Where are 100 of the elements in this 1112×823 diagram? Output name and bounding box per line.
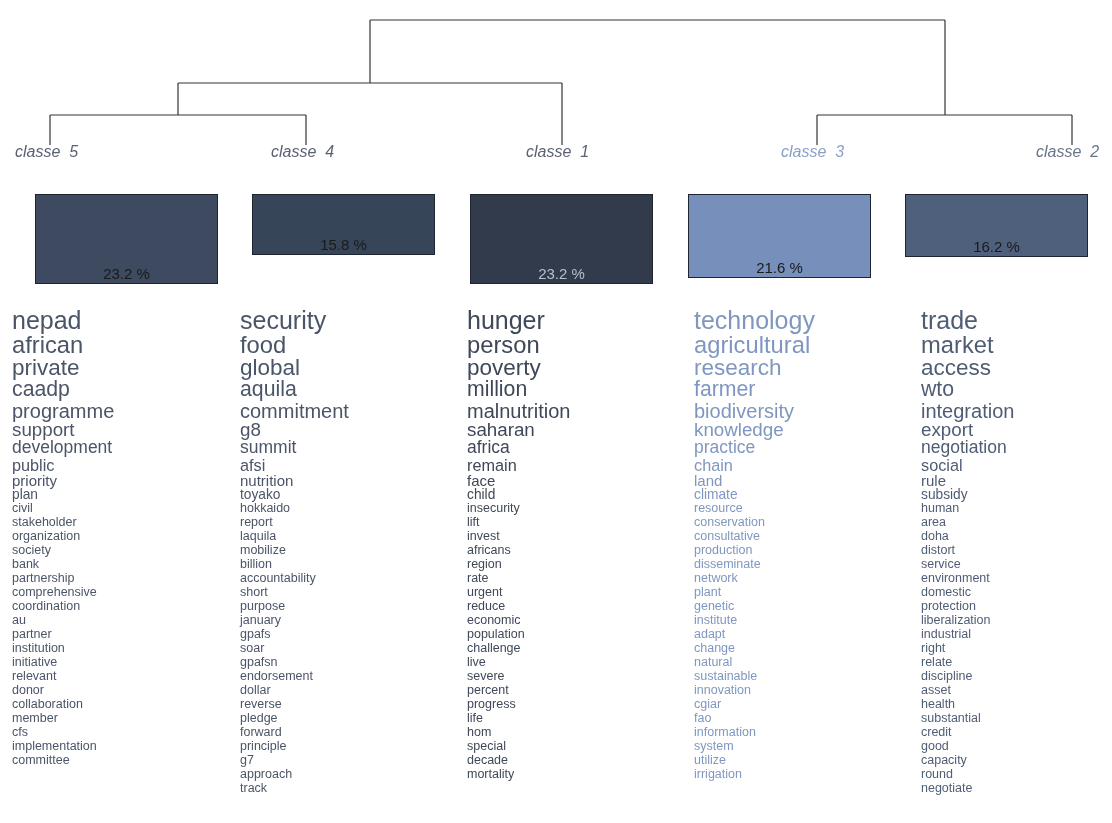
- word-label: system: [694, 739, 735, 753]
- word-label: information: [694, 725, 757, 739]
- word-label: farmer: [694, 379, 757, 401]
- word-label: wto: [921, 379, 956, 401]
- word-label: rule: [921, 473, 946, 488]
- word-label: society: [12, 543, 51, 557]
- word-label: doha: [921, 529, 950, 543]
- word-label: disseminate: [694, 557, 762, 571]
- word-label: network: [694, 571, 739, 585]
- word-label: malnutrition: [467, 400, 571, 421]
- word-label: life: [467, 711, 483, 725]
- word-label: rate: [467, 571, 489, 585]
- percentage-label: 21.6 %: [755, 259, 804, 276]
- word-label: partnership: [12, 571, 76, 585]
- word-label: person: [467, 333, 540, 357]
- word-label: saharan: [467, 420, 536, 440]
- word-label: bank: [12, 557, 40, 571]
- word-label: fao: [694, 711, 712, 725]
- class-label: classe 5: [15, 143, 79, 161]
- word-label: initiative: [12, 655, 59, 669]
- word-label: partner: [12, 627, 53, 641]
- word-label: domestic: [921, 585, 973, 599]
- word-label: substantial: [921, 711, 982, 725]
- word-label: reduce: [467, 599, 507, 613]
- word-label: consultative: [694, 529, 761, 543]
- word-label: afsi: [240, 456, 267, 473]
- word-label: capacity: [921, 753, 968, 767]
- word-label: access: [921, 356, 993, 380]
- word-label: special: [467, 739, 507, 753]
- word-label: comprehensive: [12, 585, 98, 599]
- word-label: remain: [467, 456, 518, 473]
- word-label: au: [12, 613, 27, 627]
- word-label: climate: [694, 488, 739, 502]
- word-label: civil: [12, 501, 33, 515]
- class-label: classe 4: [271, 143, 335, 161]
- word-label: knowledge: [694, 420, 784, 440]
- word-label: report: [240, 515, 274, 529]
- word-label: market: [921, 333, 995, 357]
- word-label: percent: [467, 683, 510, 697]
- word-label: asset: [921, 683, 951, 697]
- word-label: utilize: [694, 753, 726, 767]
- word-label: negotiate: [921, 781, 974, 795]
- word-label: institute: [694, 613, 739, 627]
- percentage-label: 23.2 %: [537, 265, 586, 282]
- word-label: relate: [921, 655, 954, 669]
- word-label: donor: [12, 683, 45, 697]
- word-label: trade: [921, 308, 979, 333]
- word-label: member: [12, 711, 59, 725]
- word-label: chain: [694, 456, 733, 473]
- word-label: credit: [921, 725, 953, 739]
- word-label: endorsement: [240, 669, 314, 683]
- word-label: relevant: [12, 669, 58, 683]
- word-label: protection: [921, 599, 977, 613]
- word-label: short: [240, 585, 268, 599]
- word-label: nepad: [12, 308, 83, 333]
- word-label: g7: [240, 753, 254, 767]
- word-label: good: [921, 739, 950, 753]
- word-label: g8: [240, 420, 261, 440]
- word-label: cgiar: [694, 697, 723, 711]
- word-label: insecurity: [467, 501, 521, 515]
- word-label: toyako: [240, 488, 281, 502]
- word-label: region: [467, 557, 503, 571]
- word-label: hokkaido: [240, 501, 292, 515]
- word-label: private: [12, 356, 81, 380]
- word-label: forward: [240, 725, 283, 739]
- word-label: right: [921, 641, 947, 655]
- word-label: agricultural: [694, 333, 811, 357]
- word-label: environment: [921, 571, 991, 585]
- word-label: land: [694, 473, 723, 488]
- word-label: collaboration: [12, 697, 84, 711]
- word-label: organization: [12, 529, 82, 543]
- word-label: challenge: [467, 641, 521, 655]
- word-label: stakeholder: [12, 515, 78, 529]
- word-label: track: [240, 781, 268, 795]
- word-label: programme: [12, 400, 115, 421]
- word-label: service: [921, 557, 962, 571]
- word-label: january: [240, 613, 281, 627]
- word-label: area: [921, 515, 948, 529]
- word-label: innovation: [694, 683, 752, 697]
- word-label: committee: [12, 753, 70, 767]
- word-label: africa: [467, 439, 511, 457]
- word-label: health: [921, 697, 957, 711]
- word-label: institution: [12, 641, 66, 655]
- word-label: discipline: [921, 669, 974, 683]
- word-label: invest: [467, 529, 501, 543]
- word-label: principle: [240, 739, 288, 753]
- word-label: change: [694, 641, 736, 655]
- word-label: commitment: [240, 400, 349, 421]
- word-label: face: [467, 473, 497, 488]
- word-label: pledge: [240, 711, 279, 725]
- word-label: nutrition: [240, 473, 295, 488]
- word-label: africans: [467, 543, 512, 557]
- word-label: distort: [921, 543, 957, 557]
- word-label: progress: [467, 697, 517, 711]
- word-label: global: [240, 356, 302, 380]
- word-label: aquila: [240, 379, 297, 401]
- word-label: social: [921, 456, 963, 473]
- word-label: practice: [694, 439, 756, 457]
- word-label: hunger: [467, 308, 546, 333]
- word-label: integration: [921, 400, 1015, 421]
